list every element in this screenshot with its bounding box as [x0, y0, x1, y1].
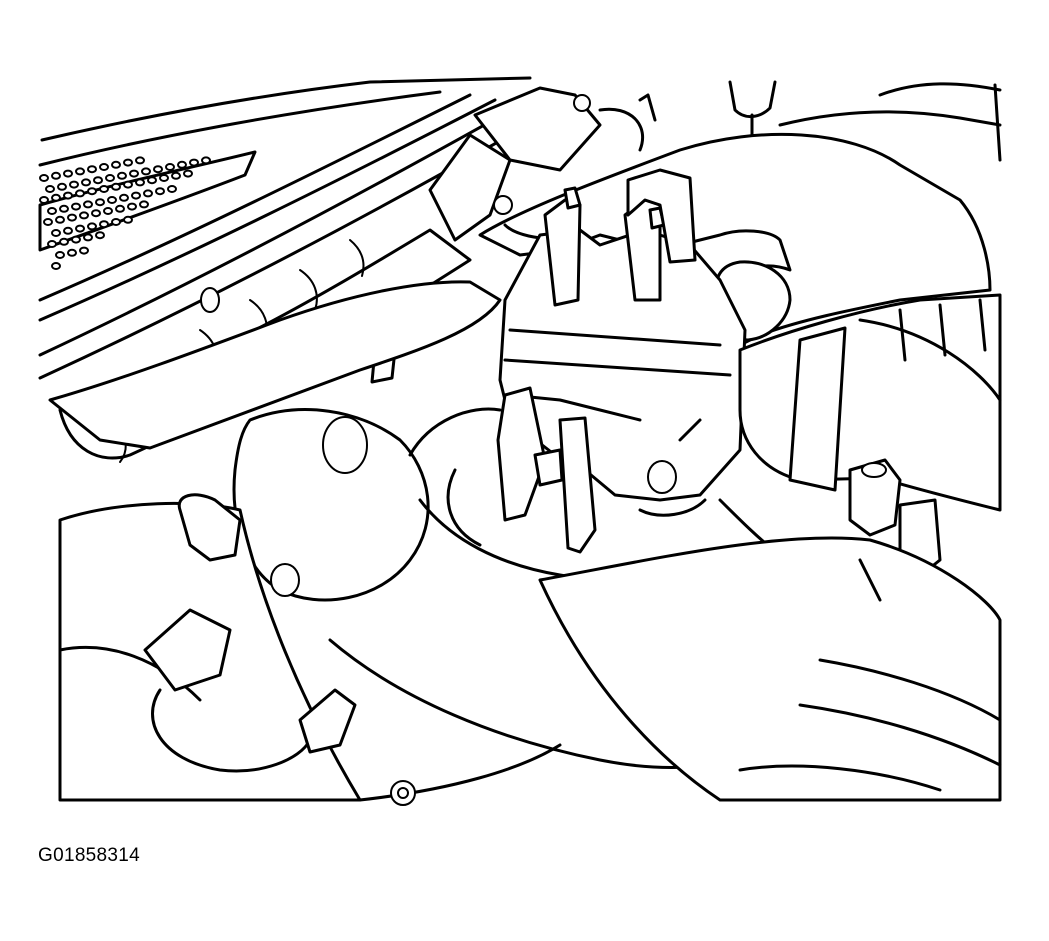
grille-hole — [155, 187, 165, 196]
grille-hole — [91, 209, 101, 218]
grille-hole — [153, 165, 163, 174]
grille-hole — [51, 193, 61, 202]
grille-hole — [71, 235, 81, 244]
grille-hole — [75, 224, 85, 233]
grille-hole — [103, 207, 113, 215]
grille-hole — [95, 198, 105, 207]
grille-hole — [39, 174, 49, 182]
grille-hole — [71, 202, 81, 211]
grille-hole — [111, 160, 121, 169]
ignition-coil-pack — [496, 168, 747, 554]
grille-hole — [55, 215, 65, 224]
grille-hole — [201, 156, 211, 165]
grille-hole — [159, 174, 169, 182]
grille-perforations — [39, 156, 211, 270]
grille-hole — [55, 251, 65, 259]
grille-hole — [79, 246, 89, 255]
grille-hole — [123, 158, 133, 167]
grille-hole — [105, 174, 115, 182]
grille-hole — [83, 233, 93, 242]
grille-hole — [111, 182, 121, 191]
grille-hole — [139, 200, 149, 209]
cowl-panel — [38, 76, 542, 380]
grille-hole — [75, 189, 85, 198]
grille-hole — [67, 248, 77, 257]
grille-hole — [47, 240, 57, 248]
grille-hole — [127, 202, 137, 211]
grille-hole — [67, 213, 77, 222]
grille-hole — [167, 185, 177, 193]
grille-hole — [79, 211, 89, 220]
grille-hole — [117, 171, 127, 180]
grille-hole — [63, 169, 73, 178]
harness-connector — [143, 493, 357, 773]
grille-hole — [131, 191, 141, 200]
grille-hole — [135, 178, 145, 187]
grille-hole — [39, 196, 49, 204]
grille-hole — [107, 196, 117, 204]
grille-hole — [87, 222, 97, 231]
grille-hole — [45, 185, 55, 193]
grille-hole — [51, 262, 61, 270]
grille-hole — [83, 200, 93, 209]
engine-cover — [538, 536, 1002, 802]
grille-hole — [123, 180, 133, 189]
grille-hole — [99, 185, 109, 193]
grille-hole — [47, 207, 57, 215]
grille-hole — [189, 158, 199, 167]
grille-hole — [69, 180, 79, 189]
air-intake-duct — [738, 293, 1002, 512]
grille-hole — [177, 160, 187, 169]
grille-hole — [99, 163, 109, 171]
grille-hole — [95, 231, 105, 240]
grille-hole — [51, 229, 61, 237]
fender-panel — [778, 82, 1002, 162]
grille-hole — [183, 169, 193, 178]
grille-hole — [147, 176, 157, 185]
grille-hole — [93, 176, 103, 185]
grille-hole — [119, 193, 129, 202]
grille-hole — [63, 226, 73, 235]
grille-hole — [43, 218, 53, 226]
mounting-bracket — [428, 80, 777, 242]
grille-hole — [75, 167, 85, 176]
grille-hole — [143, 189, 153, 198]
grille-hole — [57, 182, 67, 191]
grille-hole — [87, 165, 97, 174]
grille-hole — [59, 237, 69, 246]
grille-hole — [123, 215, 133, 224]
grille-hole — [63, 191, 73, 200]
grille-hole — [81, 178, 91, 187]
grille-hole — [51, 171, 61, 180]
grille-hole — [171, 171, 181, 180]
grille-hole — [115, 204, 125, 213]
grille-hole — [87, 187, 97, 196]
grille-hole — [129, 169, 139, 178]
grille-hole — [141, 167, 151, 176]
figure-id-label: G01858314 — [38, 845, 141, 866]
grille-hole — [135, 156, 145, 165]
grille-hole — [59, 204, 69, 213]
grille-hole — [99, 220, 109, 229]
grille-hole — [111, 218, 121, 226]
grille-hole — [165, 163, 175, 171]
